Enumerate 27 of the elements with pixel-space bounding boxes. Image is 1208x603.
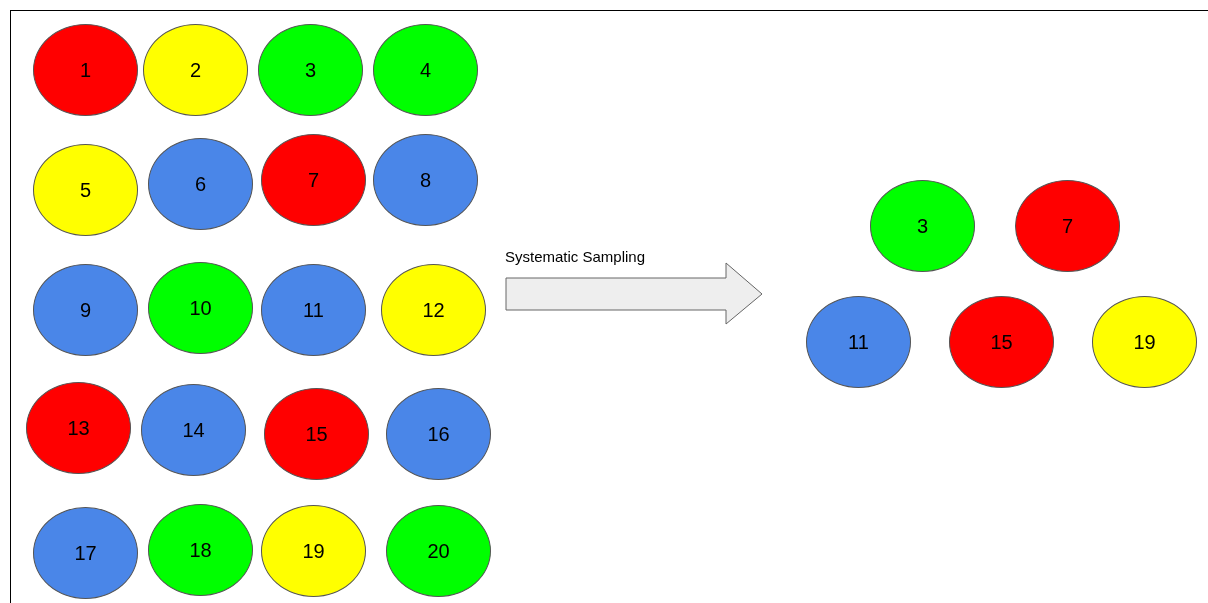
arrow-label: Systematic Sampling [505, 248, 646, 266]
circle-number: 18 [189, 538, 212, 563]
circle-number: 2 [189, 58, 202, 83]
circle-number: 20 [427, 539, 450, 564]
circle-number: 10 [189, 296, 212, 321]
circle-number: 14 [182, 418, 205, 443]
circle-number: 17 [74, 541, 97, 566]
circle-number: 15 [305, 422, 328, 447]
circle-number: 5 [79, 178, 92, 203]
circle-number: 19 [1133, 330, 1156, 355]
circle-number: 16 [427, 422, 450, 447]
circle-number: 1 [79, 58, 92, 83]
circle-number: 4 [419, 58, 432, 83]
circle-number: 6 [194, 172, 207, 197]
circle-number: 11 [848, 330, 869, 355]
circle-number: 7 [307, 168, 320, 193]
circle-number: 8 [419, 168, 432, 193]
circle-number: 19 [302, 539, 325, 564]
circle-number: 13 [67, 416, 90, 441]
circle-number: 7 [1061, 214, 1074, 239]
circle-number: 3 [916, 214, 929, 239]
block-arrow [505, 248, 763, 325]
circle-number: 15 [990, 330, 1013, 355]
circle-number: 12 [422, 298, 445, 323]
circle-number: 11 [303, 298, 324, 323]
circle-number: 3 [304, 58, 317, 83]
circle-number: 9 [79, 298, 92, 323]
